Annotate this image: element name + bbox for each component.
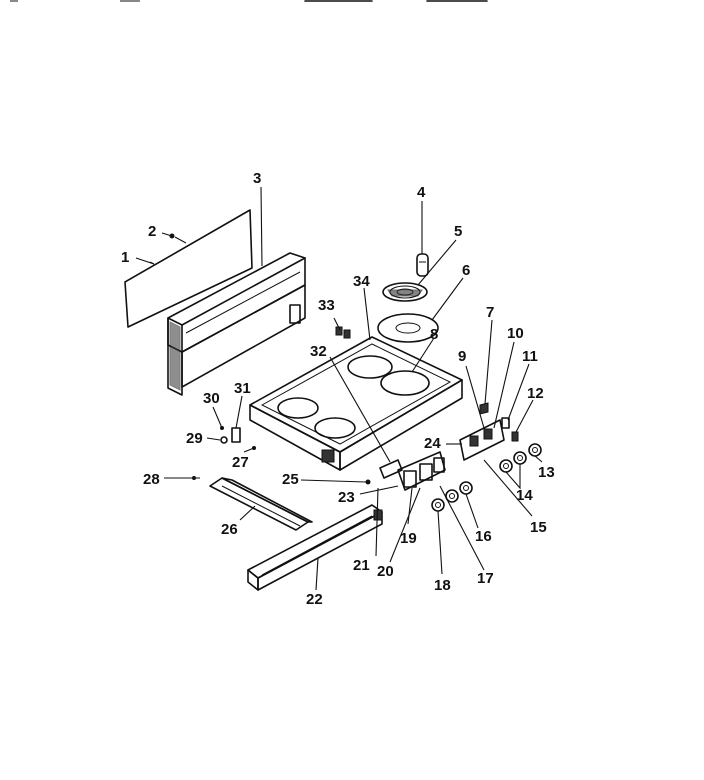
part-screw [169, 233, 187, 244]
callout-14: 14 [516, 487, 533, 504]
part-surface-element [382, 282, 428, 302]
part-small-part-12 [511, 431, 519, 442]
callout-11: 11 [522, 348, 538, 365]
callout-7: 7 [486, 304, 494, 321]
part-back-panel [124, 209, 253, 328]
callout-labels: 1 2 3 4 5 6 7 8 9 10 11 12 13 14 15 16 1… [121, 170, 555, 608]
part-terminal-33 [335, 326, 351, 339]
part-rail-26 [209, 477, 313, 531]
callout-9: 9 [458, 348, 466, 365]
part-infinite-switches [379, 451, 446, 491]
part-knob [416, 253, 429, 277]
part-backguard [167, 252, 306, 396]
part-small-bracket-11 [501, 417, 510, 429]
callout-18: 18 [434, 577, 451, 594]
callout-10: 10 [507, 325, 524, 342]
callout-19: 19 [400, 530, 417, 547]
callout-23: 23 [338, 489, 355, 506]
part-control-bracket [459, 419, 505, 461]
callout-25: 25 [282, 471, 299, 488]
part-control-knobs-lower [431, 481, 473, 512]
callout-17: 17 [477, 570, 494, 587]
callout-8: 8 [430, 326, 438, 343]
callout-15: 15 [530, 519, 547, 536]
part-front-rail-22 [247, 504, 383, 591]
callout-16: 16 [475, 528, 492, 545]
callout-13: 13 [538, 464, 555, 481]
callout-3: 3 [253, 170, 261, 187]
callout-24: 24 [424, 435, 441, 452]
callout-30: 30 [203, 390, 220, 407]
callout-26: 26 [221, 521, 238, 538]
callout-4: 4 [417, 184, 426, 201]
callout-33: 33 [318, 297, 335, 314]
callout-12: 12 [527, 385, 544, 402]
callout-29: 29 [186, 430, 203, 447]
callout-2: 2 [148, 223, 156, 240]
part-small-bracket-7 [479, 402, 489, 415]
callout-22: 22 [306, 591, 323, 608]
part-screw-25 [365, 479, 371, 485]
callout-21: 21 [353, 557, 370, 574]
callout-27: 27 [232, 454, 249, 471]
callout-31: 31 [234, 380, 251, 397]
callout-20: 20 [377, 563, 394, 580]
callout-1: 1 [121, 249, 129, 266]
callout-32: 32 [310, 343, 327, 360]
part-drip-bowl [377, 313, 439, 343]
callout-6: 6 [462, 262, 470, 279]
callout-28: 28 [143, 471, 160, 488]
callout-34: 34 [353, 273, 370, 290]
leader-lines [135, 186, 543, 591]
callout-5: 5 [454, 223, 462, 240]
